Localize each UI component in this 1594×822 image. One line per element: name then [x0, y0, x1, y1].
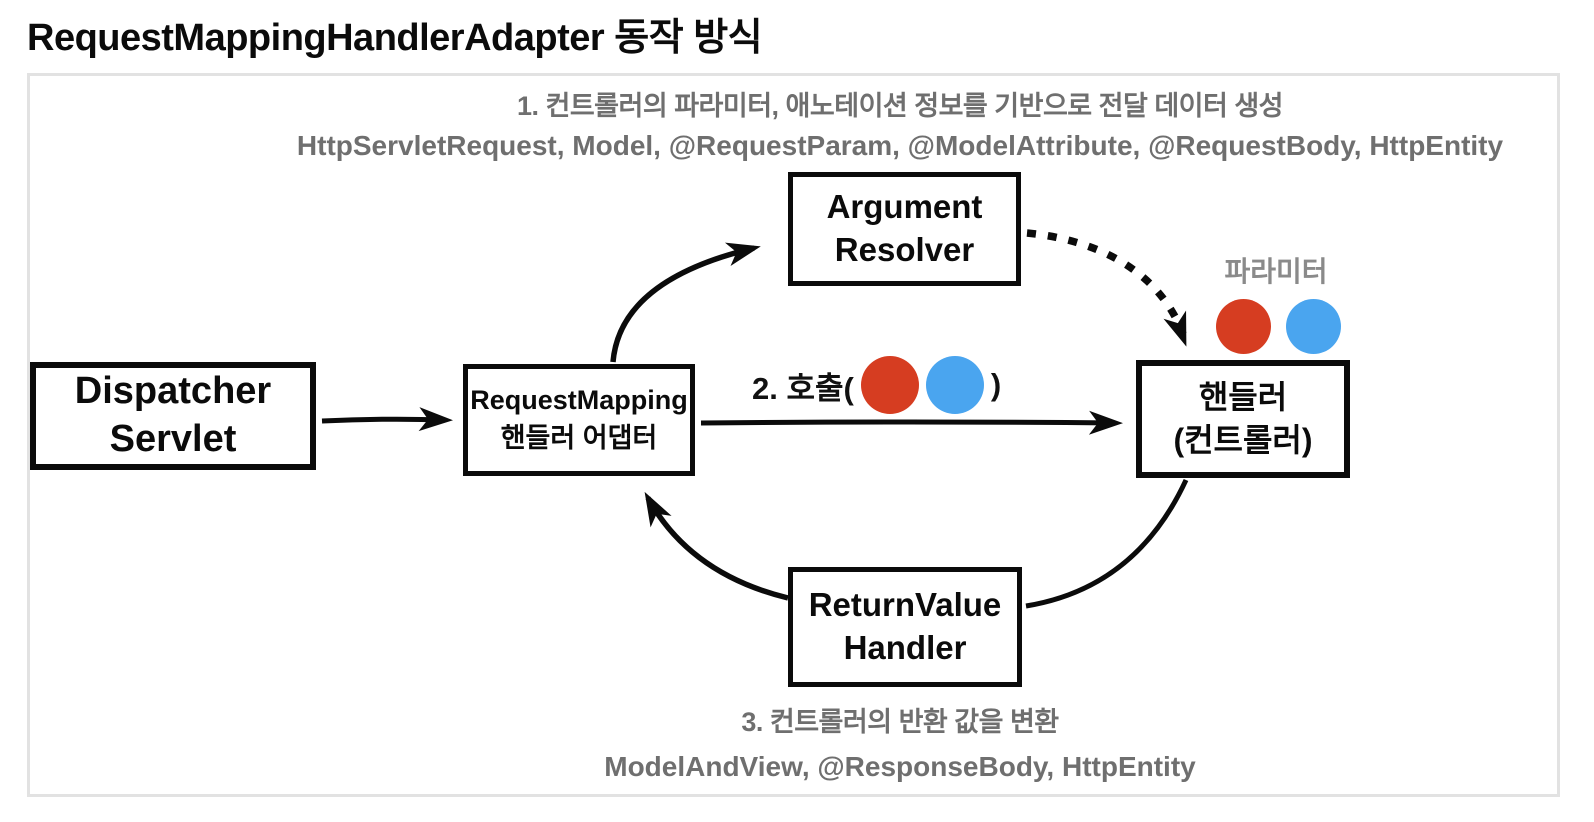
blue-parameter-circle [1286, 299, 1341, 354]
node-dispatcher-line2: Servlet [109, 418, 237, 460]
step2-prefix: 2. 호출( [752, 370, 854, 406]
node-requestmapping-adapter: RequestMapping 핸들러 어댑터 [463, 364, 695, 476]
node-adapter-line2: 핸들러 어댑터 [500, 423, 658, 453]
node-retval-line1: ReturnValue [808, 586, 1002, 624]
step2-call-label: 2. 호출( ) [752, 354, 1001, 416]
node-return-value-handler: ReturnValue Handler [788, 567, 1022, 687]
step3-line1: 3. 컨트롤러의 반환 값을 변환 [741, 707, 1059, 737]
node-handler-controller: 핸들러 (컨트롤러) [1136, 360, 1350, 478]
step1-note: 1. 컨트롤러의 파라미터, 애노테이션 정보를 기반으로 전달 데이터 생성 … [220, 84, 1580, 162]
node-handler-line1: 핸들러 [1198, 378, 1288, 415]
node-adapter-line1: RequestMapping [470, 385, 688, 416]
page-title: RequestMappingHandlerAdapter 동작 방식 [27, 17, 763, 59]
node-handler-line2: (컨트롤러) [1173, 422, 1313, 458]
red-parameter-circle [1216, 299, 1271, 354]
node-retval-line2: Handler [843, 629, 967, 666]
node-dispatcher-line1: Dispatcher [74, 370, 272, 413]
node-resolver-line1: Argument [826, 188, 983, 226]
node-dispatcher-servlet: Dispatcher Servlet [30, 362, 316, 470]
step1-line2: HttpServletRequest, Model, @RequestParam… [296, 130, 1504, 161]
step3-line2: ModelAndView, @ResponseBody, HttpEntity [604, 751, 1196, 782]
red-argument-circle [860, 356, 919, 414]
blue-argument-circle [925, 356, 984, 414]
step1-line1: 1. 컨트롤러의 파라미터, 애노테이션 정보를 기반으로 전달 데이터 생성 [516, 91, 1284, 121]
node-argument-resolver: Argument Resolver [788, 172, 1021, 286]
node-resolver-line2: Resolver [834, 231, 975, 268]
parameter-label: 파라미터 [1224, 256, 1328, 287]
step2-suffix: ) [990, 367, 1002, 402]
step3-note: 3. 컨트롤러의 반환 값을 변환 ModelAndView, @Respons… [240, 700, 1560, 783]
